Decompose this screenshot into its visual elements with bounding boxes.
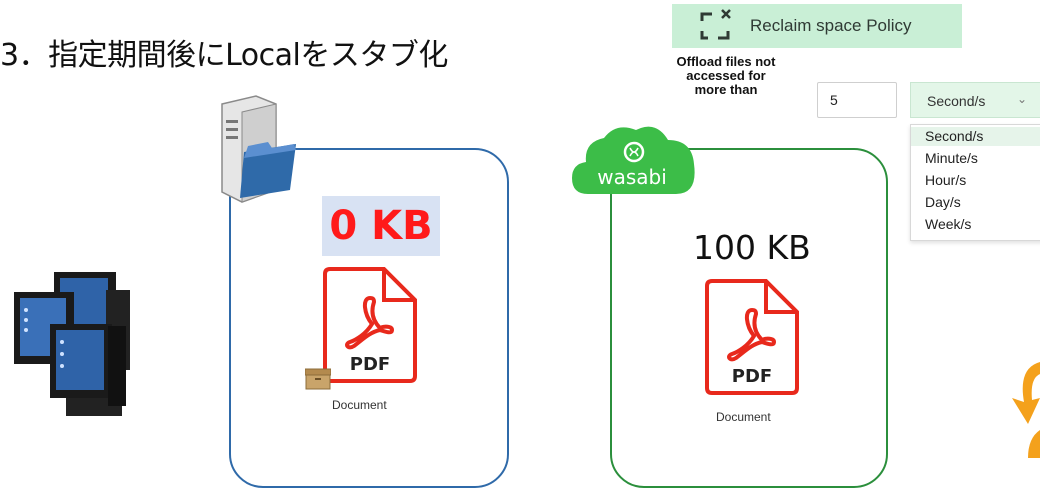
time-unit-selected: Second/s (927, 93, 986, 109)
option-week[interactable]: Week/s (925, 216, 972, 232)
client-computers-icon (14, 272, 130, 416)
stub-box-icon (305, 368, 331, 390)
cloud-pdf-type: PDF (732, 366, 772, 387)
step-title: 3．指定期間後にLocalをスタブ化 (0, 38, 448, 73)
option-second[interactable]: Second/s (911, 127, 1040, 146)
wasabi-logo-icon: wasabi (572, 126, 695, 194)
reclaim-icon (700, 9, 731, 40)
chevron-down-icon: ⌄ (1017, 92, 1028, 106)
threshold-input[interactable] (817, 82, 897, 118)
cloud-pdf-icon[interactable]: PDF (704, 278, 800, 396)
file-server-icon (221, 95, 296, 203)
cloud-file-size: 100 KB (693, 228, 811, 267)
policy-title: Reclaim space Policy (750, 16, 912, 35)
local-file-caption: Document (332, 398, 387, 412)
offload-threshold-label: Offload files not accessed for more than (676, 54, 776, 97)
local-pdf-icon[interactable]: PDF (322, 266, 418, 384)
option-hour[interactable]: Hour/s (925, 172, 967, 188)
time-unit-select[interactable]: Second/s ⌄ (910, 82, 1040, 118)
option-minute[interactable]: Minute/s (925, 150, 978, 166)
sync-arrow-icon (1012, 362, 1040, 458)
local-pdf-type: PDF (350, 354, 390, 375)
option-day[interactable]: Day/s (925, 194, 961, 210)
wasabi-brand-text: wasabi (597, 165, 667, 189)
local-file-size: 0 KB (322, 196, 440, 256)
time-unit-dropdown: Second/s Minute/s Hour/s Day/s Week/s (910, 124, 1040, 241)
cloud-file-caption: Document (716, 410, 771, 424)
reclaim-space-policy-banner[interactable]: Reclaim space Policy (672, 4, 962, 48)
